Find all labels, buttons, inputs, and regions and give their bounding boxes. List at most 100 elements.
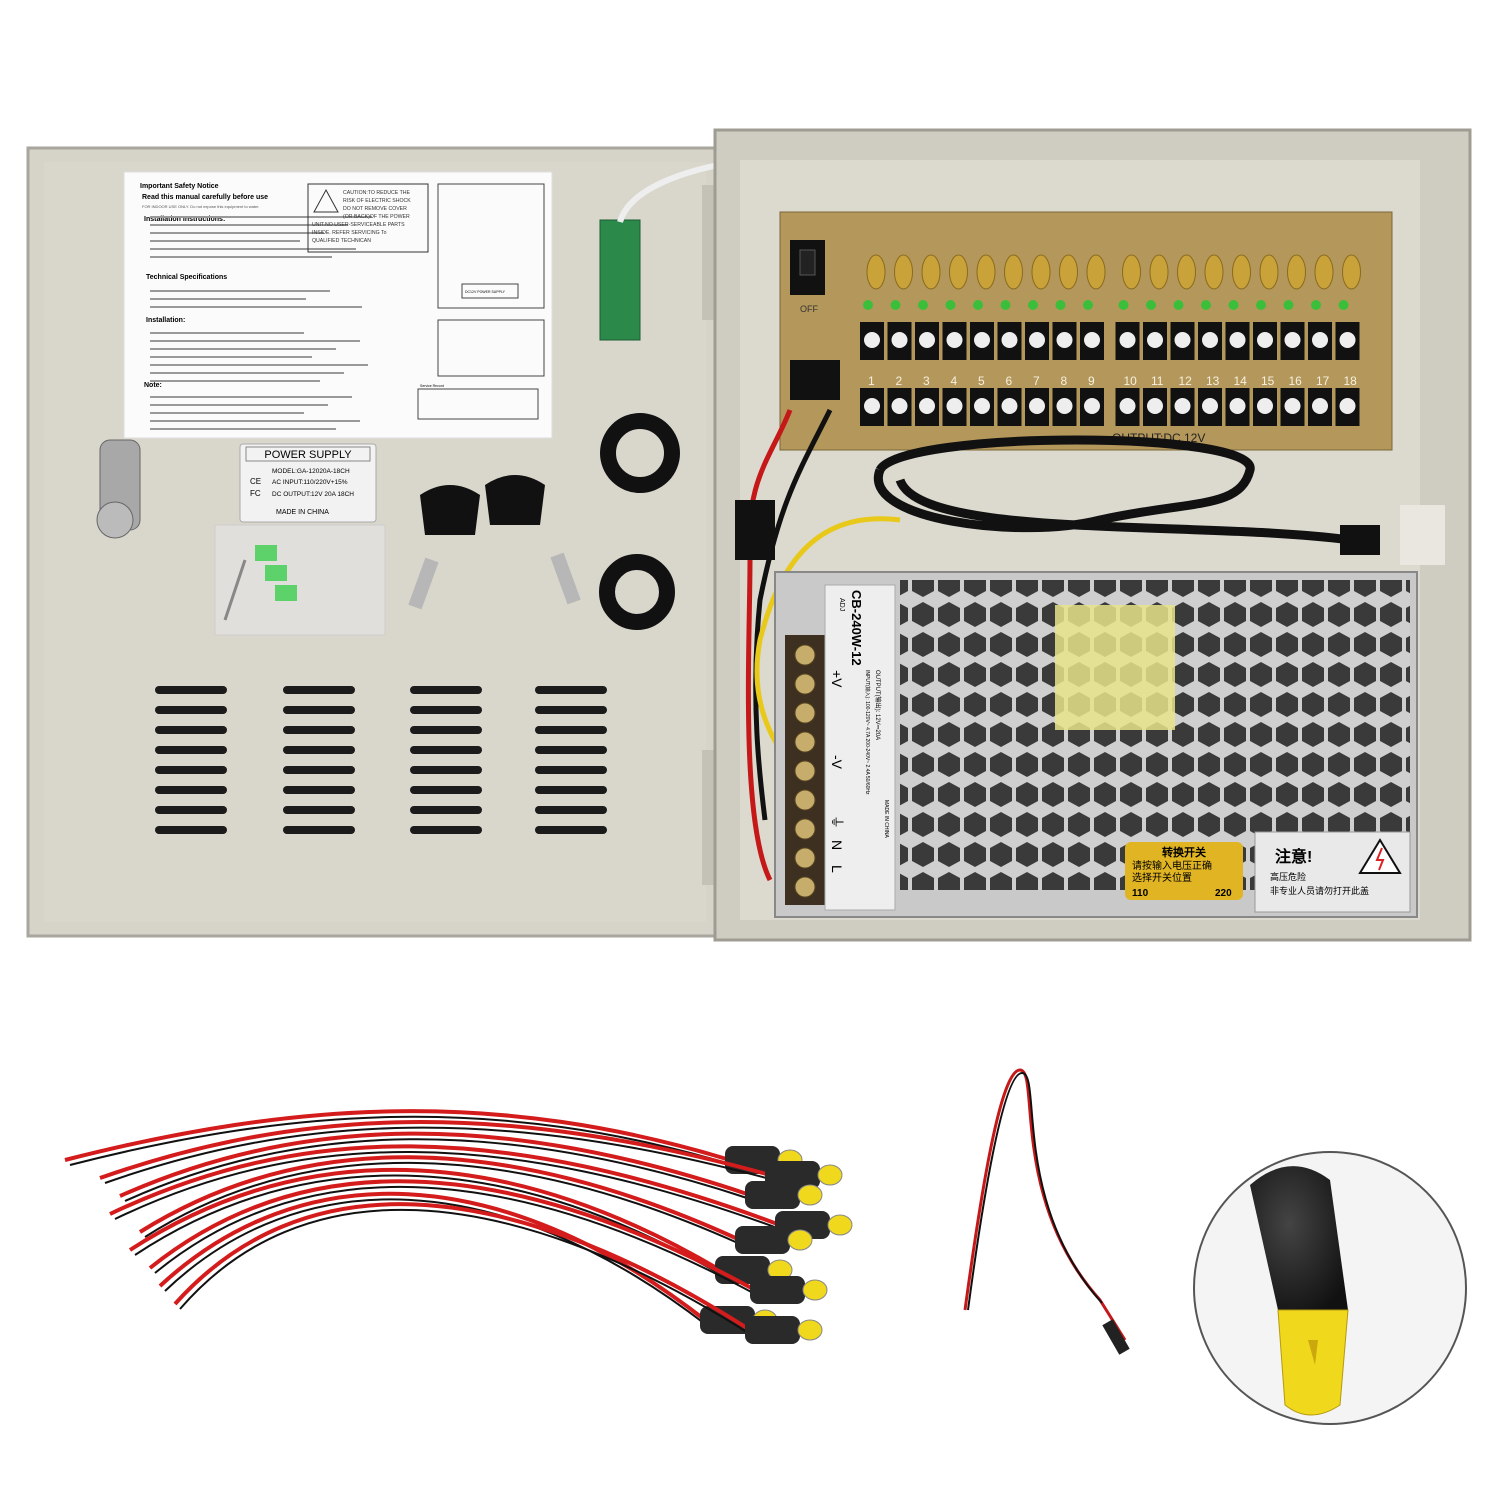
ptc-fuse bbox=[1059, 254, 1078, 290]
side-tab bbox=[1400, 505, 1445, 565]
vent-slot bbox=[155, 746, 227, 754]
led-indicator bbox=[973, 300, 983, 310]
led-indicator bbox=[945, 300, 956, 310]
warning-line1: 高压危险 bbox=[1270, 871, 1306, 882]
text-line bbox=[150, 340, 360, 342]
black-wire bbox=[753, 408, 833, 821]
vent-slot bbox=[535, 686, 607, 694]
manual-installation-title: Installation: bbox=[146, 317, 185, 324]
terminal-screw bbox=[1147, 332, 1163, 348]
label-model: MODEL:GA-12020A-18CH bbox=[272, 468, 350, 475]
channel-number: 4 bbox=[951, 374, 958, 388]
caution-line: DO NOT REMOVE COVER bbox=[343, 206, 407, 212]
ptc-fuse bbox=[866, 254, 886, 290]
black-wire bbox=[164, 1198, 706, 1325]
dc-connector bbox=[745, 1181, 800, 1209]
terminal-screw bbox=[1257, 398, 1273, 414]
ptc-fuse bbox=[1232, 254, 1251, 290]
terminal-screw bbox=[974, 398, 990, 414]
vent-slot bbox=[155, 806, 227, 814]
channel-number: 12 bbox=[1179, 374, 1193, 388]
label-dc-output: DC OUTPUT:12V 20A 18CH bbox=[272, 491, 354, 498]
channel-number: 14 bbox=[1234, 374, 1248, 388]
text-line bbox=[150, 224, 348, 226]
led-indicator bbox=[1201, 300, 1211, 310]
voltage-switch-sticker: 转换开关 请按输入电压正确 选择开关位置 110 220 bbox=[1125, 842, 1243, 900]
vent-slot bbox=[283, 806, 355, 814]
black-wire bbox=[69, 1115, 731, 1166]
manual-note-title: Note: bbox=[144, 382, 162, 389]
diagram-label: DC12V POWER SUPPLY bbox=[465, 290, 506, 294]
channel-number: 6 bbox=[1006, 374, 1013, 388]
vent-slot bbox=[283, 686, 355, 694]
ptc-fuse bbox=[1204, 254, 1224, 290]
label-ac-input: AC INPUT:110/220V+15% bbox=[272, 479, 348, 486]
led-indicator bbox=[1283, 300, 1294, 310]
ptc-fuse bbox=[1004, 254, 1023, 290]
channel-number: 2 bbox=[896, 374, 903, 388]
text-line bbox=[150, 332, 304, 334]
dc-connector bbox=[735, 1226, 790, 1254]
led-indicator bbox=[1146, 300, 1156, 310]
text-line bbox=[150, 404, 328, 406]
psu-screw bbox=[794, 644, 816, 666]
text-line bbox=[150, 372, 344, 374]
black-wire bbox=[114, 1151, 781, 1230]
safety-manual-sticker: Important Safety Notice Read this manual… bbox=[123, 171, 553, 439]
channel-number: 18 bbox=[1344, 374, 1358, 388]
dc-connector bbox=[750, 1276, 805, 1304]
channel-number: 17 bbox=[1316, 374, 1330, 388]
vent-slot bbox=[410, 786, 482, 794]
vent-slot bbox=[410, 686, 482, 694]
psu-adj: ADJ bbox=[838, 598, 845, 611]
terminal-screw bbox=[1202, 332, 1218, 348]
switch-off-label: OFF bbox=[800, 304, 818, 314]
dc-plug-closeup bbox=[1193, 1151, 1467, 1425]
vent-slot bbox=[535, 806, 607, 814]
terminal-screw bbox=[1229, 332, 1246, 348]
terminal-screw bbox=[1029, 398, 1045, 414]
vent-slot bbox=[535, 706, 607, 714]
terminal-screw bbox=[1056, 332, 1073, 348]
text-line bbox=[150, 232, 324, 234]
psu-screw bbox=[794, 818, 816, 840]
terminal-screw bbox=[1174, 398, 1191, 414]
led-indicator bbox=[863, 300, 873, 310]
ptc-fuse bbox=[1287, 254, 1306, 290]
ptc-fuse bbox=[1031, 254, 1051, 290]
manual-title: Important Safety Notice bbox=[140, 183, 219, 190]
terminal-screw bbox=[1084, 398, 1100, 414]
red-wire bbox=[148, 1179, 756, 1292]
led-indicator bbox=[1228, 300, 1239, 310]
terminal-screw bbox=[1119, 398, 1136, 414]
warning-sticker: 注意! 高压危险 非专业人员请勿打开此盖 bbox=[1254, 831, 1411, 913]
psu-screw bbox=[794, 702, 816, 724]
ptc-fuse bbox=[894, 254, 913, 290]
dc-connector-tip bbox=[817, 1164, 843, 1186]
psu-screw bbox=[794, 876, 816, 898]
terminal-screw bbox=[919, 398, 935, 414]
caution-line: QUALIFIED TECHNICAN bbox=[312, 238, 371, 244]
psu-output: OUTPUT(输出): 12V⎓20A bbox=[874, 670, 882, 740]
led-indicator bbox=[1256, 300, 1266, 310]
label-origin: MADE IN CHINA bbox=[276, 509, 329, 516]
ptc-fuse bbox=[976, 254, 996, 290]
terminal-screw bbox=[1312, 332, 1328, 348]
vent-slot bbox=[155, 726, 227, 734]
red-wire bbox=[109, 1144, 781, 1227]
terminal-screw bbox=[1029, 332, 1045, 348]
terminal-screw bbox=[946, 332, 963, 348]
vent-slot bbox=[535, 826, 607, 834]
vent-slot bbox=[410, 726, 482, 734]
dc-connector-tip bbox=[827, 1214, 853, 1236]
caution-line: (OR BACK)OF THE POWER bbox=[343, 214, 410, 220]
text-line bbox=[150, 348, 336, 350]
ac-power-cord bbox=[873, 435, 1351, 545]
dc-connector-tip bbox=[787, 1229, 813, 1251]
text-line bbox=[150, 216, 372, 218]
red-wire bbox=[64, 1109, 731, 1162]
dc-pigtail-bundle bbox=[64, 1109, 853, 1344]
text-line bbox=[150, 420, 360, 422]
terminal-screw bbox=[974, 332, 990, 348]
psu-made-in: MADE IN CHINA bbox=[883, 800, 889, 838]
